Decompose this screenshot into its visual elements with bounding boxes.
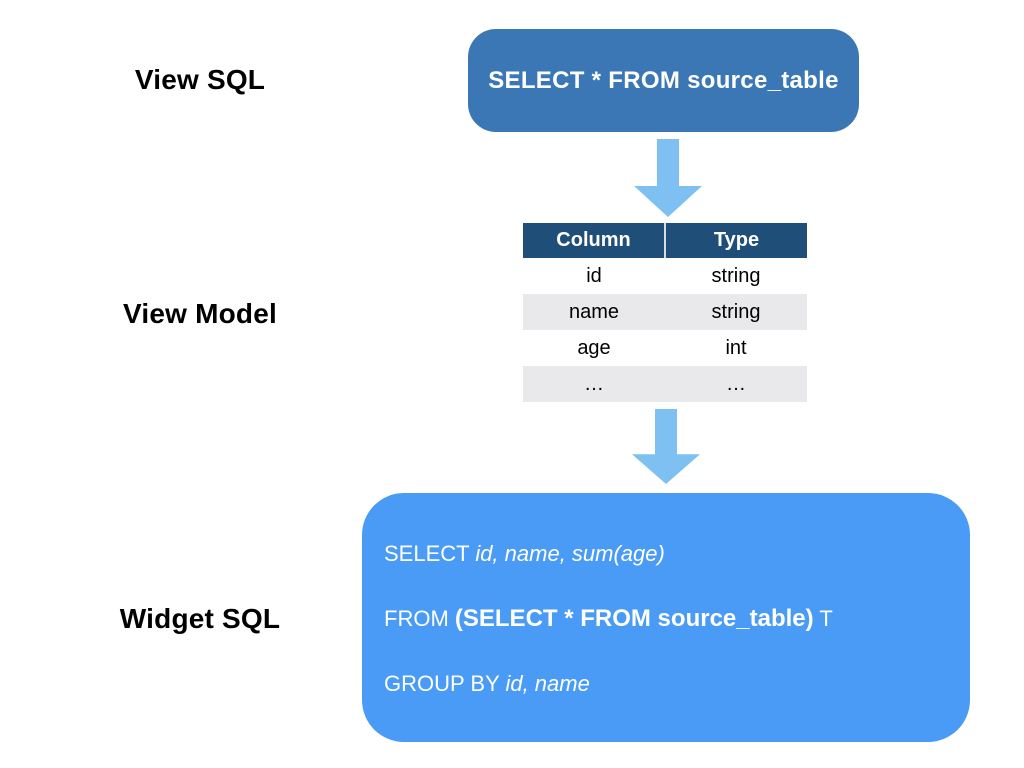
cell-column-name: age <box>577 336 611 359</box>
sql-keyword-from: FROM <box>384 606 455 631</box>
view-sql-label: View SQL <box>134 64 266 95</box>
arrow-down-svg <box>632 409 700 484</box>
cell-column-type: string <box>711 264 761 287</box>
arrow-down-icon <box>633 139 703 217</box>
column-header-column: Column <box>523 223 665 258</box>
table-row: name string <box>523 294 807 330</box>
table-row: … … <box>523 366 807 402</box>
sql-table-alias: T <box>813 606 833 631</box>
sql-select-fields: id, name, sum(age) <box>475 541 665 566</box>
sql-keyword-select: SELECT <box>384 541 476 566</box>
view-model-table: Column Type id string name string age in… <box>523 223 807 402</box>
widget-sql-box: SELECT id, name, sum(age) FROM (SELECT *… <box>362 493 970 742</box>
table-row: id string <box>523 258 807 294</box>
cell-column-name: id <box>586 264 602 287</box>
widget-sql-select-line: SELECT id, name, sum(age) <box>384 541 954 567</box>
arrow-down-icon <box>631 409 701 484</box>
sql-subquery: (SELECT * FROM source_table) <box>454 605 814 632</box>
widget-sql-from-line: FROM (SELECT * FROM source_table) T <box>384 605 954 633</box>
sql-group-fields: id, name <box>505 671 590 696</box>
view-sql-box: SELECT * FROM source_table <box>468 29 859 132</box>
column-header-type: Type <box>664 223 807 258</box>
widget-sql-label: Widget SQL <box>119 603 281 634</box>
cell-column-name: name <box>523 294 665 330</box>
cell-column-type: int <box>725 336 747 359</box>
cell-column-name: … <box>523 366 665 402</box>
view-model-label: View Model <box>123 298 277 329</box>
table-row: age int <box>523 330 807 366</box>
widget-sql-groupby-line: GROUP BY id, name <box>384 671 954 697</box>
cell-column-type: string <box>665 294 807 330</box>
table-header-row: Column Type <box>523 223 807 258</box>
cell-column-type: … <box>665 366 807 402</box>
arrow-down-svg <box>634 139 702 217</box>
view-sql-query-text: SELECT * FROM source_table <box>488 66 839 94</box>
sql-keyword-group-by: GROUP BY <box>384 671 506 696</box>
